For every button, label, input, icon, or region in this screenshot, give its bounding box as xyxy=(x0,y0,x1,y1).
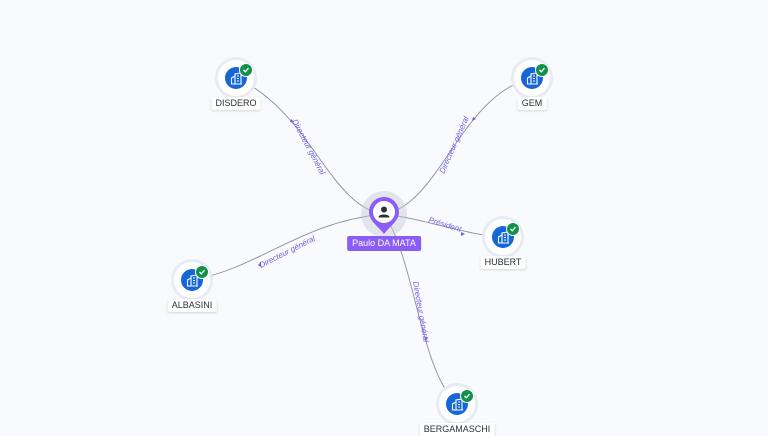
verified-check-icon xyxy=(239,63,253,77)
relation-label-gem: Directeur général xyxy=(438,115,471,175)
relation-label-albasini: Directeur général xyxy=(258,234,317,270)
relation-label-bergamaschi: Directeur général xyxy=(411,281,431,343)
edge-albasini xyxy=(191,213,385,281)
edge-gem xyxy=(383,77,533,215)
verified-check-icon xyxy=(460,389,474,403)
edge-bergamaschi xyxy=(383,213,458,405)
edge-disdero xyxy=(235,77,385,215)
arrow-albasini xyxy=(258,262,261,267)
edges xyxy=(191,77,533,405)
person-icon xyxy=(369,197,399,234)
company-name-label: BERGAMASCHI xyxy=(419,423,495,436)
company-name-label: GEM xyxy=(517,97,547,110)
company-name-label: ALBASINI xyxy=(167,299,217,312)
relation-label-hubert: Président xyxy=(427,215,463,234)
arrow-hubert xyxy=(461,232,465,236)
arrow-disdero xyxy=(290,119,294,122)
person-name-label: Paulo DA MATA xyxy=(347,236,421,251)
verified-check-icon xyxy=(506,222,520,236)
arrow-bergamaschi xyxy=(425,337,428,341)
company-name-label: HUBERT xyxy=(480,256,526,269)
arrow-gem xyxy=(472,117,476,121)
company-name-label: DISDERO xyxy=(211,97,261,110)
relation-label-disdero: Directeur général xyxy=(290,118,327,177)
verified-check-icon xyxy=(535,63,549,77)
verified-check-icon xyxy=(195,265,209,279)
